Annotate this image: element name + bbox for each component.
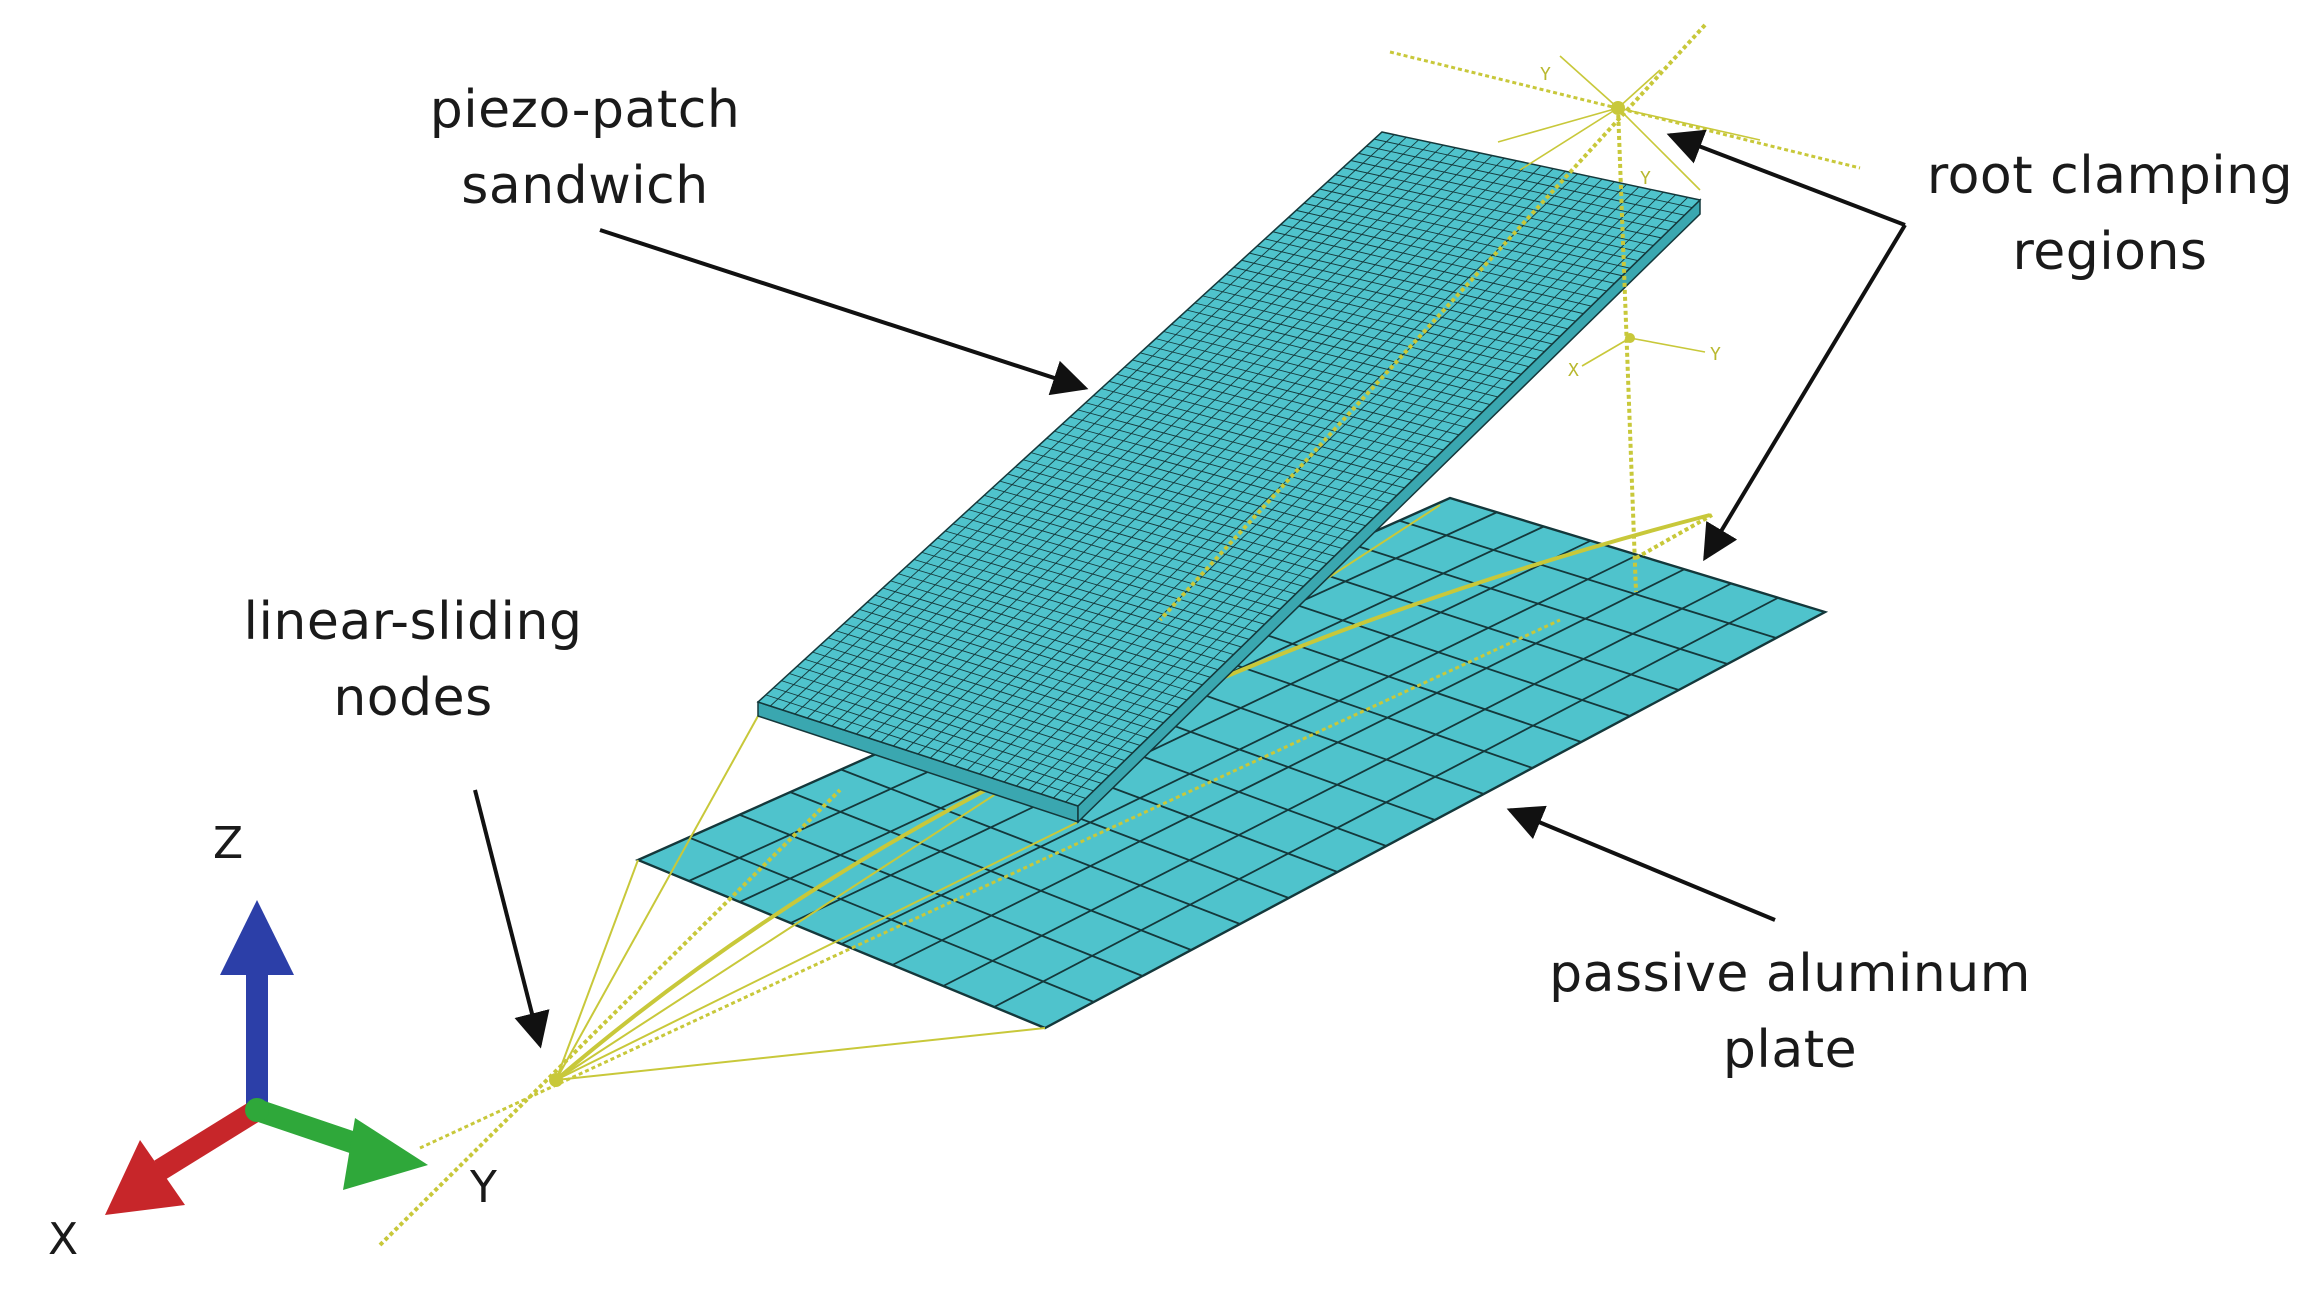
axis-label-x: X xyxy=(48,1214,79,1265)
piezo-plate-mesh-line xyxy=(819,144,1444,723)
piezo-plate-mesh-line xyxy=(893,160,1517,747)
piezo-plate-mesh-line xyxy=(929,168,1554,759)
global-axis-triad xyxy=(105,900,428,1215)
root-lower-line xyxy=(1635,513,1713,560)
z-axis-arrowhead xyxy=(220,900,294,975)
arrow-root-clamping-bottom xyxy=(1703,223,1907,562)
piezo-plate-mesh-line xyxy=(1053,194,1676,799)
x-axis-arrowhead xyxy=(105,1140,185,1215)
piezo-plate-mesh-line xyxy=(880,157,1505,743)
piezo-plate-mesh-line xyxy=(966,176,1591,771)
root-coordinate-triads: Y Y Y X xyxy=(1540,64,1721,381)
root-tie-line xyxy=(1497,107,1619,143)
root-constraint-line xyxy=(1389,50,1861,170)
sliding-guide-line xyxy=(419,618,1561,1150)
label-sliding-line1: linear-sliding xyxy=(243,592,583,652)
arrow-root-clamping-top xyxy=(1666,129,1906,227)
piezo-plate-mesh-line xyxy=(954,173,1579,767)
triad-label-y3: Y xyxy=(1710,344,1721,365)
piezo-plate-mesh-line xyxy=(794,139,1419,715)
arrow-linear-sliding xyxy=(473,789,550,1049)
passive-plate-mesh-line xyxy=(790,539,1592,924)
sliding-node xyxy=(549,1073,563,1087)
axis-origin xyxy=(245,1098,269,1122)
root-node xyxy=(1625,333,1635,343)
root-vertical-line xyxy=(1616,107,1638,593)
root-tie-line xyxy=(1519,107,1619,171)
passive-plate-mesh-line xyxy=(891,568,1685,966)
triad-axis-line xyxy=(1581,337,1631,367)
piezo-patch-sandwich-plate xyxy=(756,131,1702,824)
triad-axis-line xyxy=(1629,337,1706,353)
root-constraint-lines xyxy=(1158,23,1861,622)
x-axis-shaft xyxy=(154,1100,263,1180)
y-axis-arrowhead xyxy=(343,1118,428,1190)
root-tie-line xyxy=(1617,69,1661,109)
label-sliding-line2: nodes xyxy=(333,668,493,728)
axis-label-y: Y xyxy=(470,1162,497,1213)
root-tie-line xyxy=(1617,107,1701,191)
piezo-plate-mesh-line xyxy=(942,170,1566,763)
sliding-tie-line xyxy=(555,859,639,1081)
passive-plate-mesh-line xyxy=(942,582,1732,987)
label-piezo-line2: sandwich xyxy=(461,156,709,216)
arrow-passive-plate xyxy=(1506,805,1776,922)
triad-label-y1: Y xyxy=(1540,64,1551,85)
piezo-plate-mesh-line xyxy=(782,136,1407,711)
piezo-plate-mesh-line xyxy=(831,147,1456,727)
piezo-plate-mesh-line xyxy=(843,149,1468,731)
piezo-plate-mesh-line xyxy=(868,155,1493,739)
piezo-plate-mesh-line xyxy=(905,163,1530,751)
triad-label-y2: Y xyxy=(1640,168,1651,189)
passive-plate-mesh-line xyxy=(841,554,1638,945)
triad-label-x1: X xyxy=(1568,360,1579,381)
callout-arrows xyxy=(473,129,1907,1049)
piezo-plate-mesh-line xyxy=(1040,191,1664,795)
piezo-plate-mesh-line xyxy=(917,165,1542,755)
label-piezo-patch-sandwich: piezo-patch sandwich xyxy=(420,72,750,224)
piezo-plate-mesh-line xyxy=(856,152,1481,735)
root-tie-line xyxy=(1559,55,1619,109)
label-passive-aluminum-plate: passive aluminum plate xyxy=(1530,936,2050,1088)
label-passive-line2: plate xyxy=(1722,1020,1858,1080)
root-node xyxy=(1611,101,1625,115)
label-root-line2: regions xyxy=(2012,222,2208,282)
piezo-plate-mesh-line xyxy=(1003,183,1627,783)
axis-label-z: Z xyxy=(213,818,244,869)
piezo-plate-mesh-line xyxy=(1065,197,1689,803)
label-linear-sliding-nodes: linear-sliding nodes xyxy=(228,584,598,736)
arrow-piezo-patch xyxy=(599,228,1089,396)
sliding-tie-line xyxy=(555,715,759,1081)
piezo-plate-mesh-line xyxy=(1028,189,1652,791)
piezo-plate-mesh-line xyxy=(1016,186,1640,787)
label-piezo-line1: piezo-patch xyxy=(429,80,741,140)
piezo-plate-mesh-line xyxy=(770,134,1395,707)
label-passive-line1: passive aluminum xyxy=(1549,944,2031,1004)
sliding-tie-line xyxy=(555,1027,1046,1081)
sliding-tie-line xyxy=(555,821,1079,1081)
passive-plate-mesh-line xyxy=(993,596,1779,1008)
z-axis-shaft xyxy=(246,960,268,1110)
root-constraint-line xyxy=(1158,23,1707,622)
label-root-line1: root clamping xyxy=(1926,146,2294,206)
piezo-plate-mesh-line xyxy=(991,181,1615,779)
sliding-guide-line xyxy=(378,788,842,1247)
label-root-clamping-regions: root clamping regions xyxy=(1905,138,2315,290)
piezo-plate-mesh-line xyxy=(806,142,1432,719)
root-tie-line xyxy=(1617,107,1761,141)
